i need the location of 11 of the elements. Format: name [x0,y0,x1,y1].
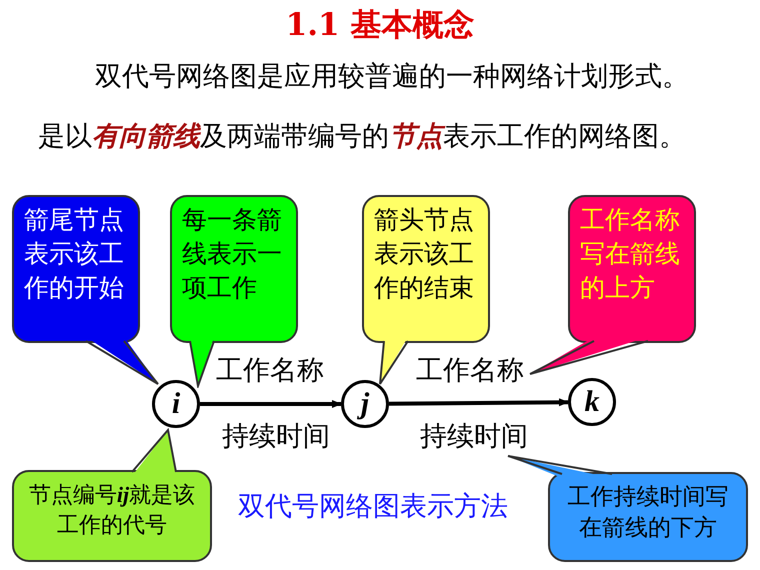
node-circle: i [152,380,200,428]
text-line: 双代号网络图是应用较普遍的一种网络计划形式。 [95,60,689,94]
title: 1.1 基本概念 [284,6,476,45]
text-line: 是以有向箭线及两端带编号的节点表示工作的网络图。 [38,120,686,154]
arrow [388,398,569,406]
arrow [200,400,342,408]
caption: 双代号网络图表示方法 [238,490,508,524]
node-circle: k [568,378,616,426]
duration-label: 持续时间 [420,420,528,454]
node-circle: j [341,380,389,428]
duration-label: 持续时间 [222,420,330,454]
